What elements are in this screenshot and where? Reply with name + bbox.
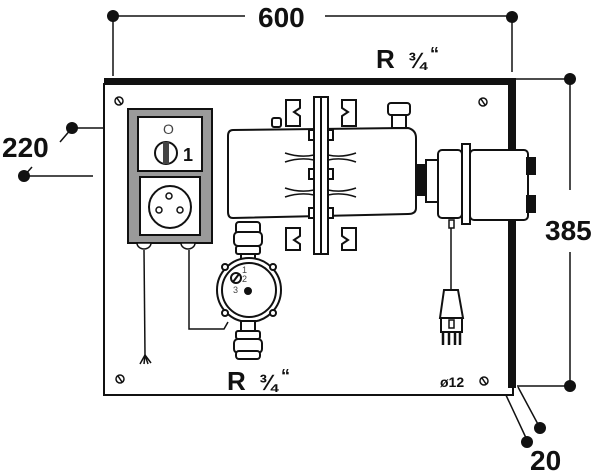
width-dimension-label: 600 — [258, 2, 305, 33]
power-socket — [148, 185, 192, 229]
mounting-holes — [114, 96, 489, 386]
motor-cable-plug — [438, 219, 465, 345]
svg-text:¾: ¾ — [259, 370, 279, 395]
left-depth-dot-top — [66, 122, 78, 134]
height-dim-top-dot — [564, 73, 576, 85]
circulation-pump — [216, 221, 282, 360]
pump-cable — [188, 250, 229, 330]
pump-speed-2: 2 — [242, 274, 247, 284]
width-dim-right-dot — [506, 11, 518, 23]
width-dim-left-dot — [107, 10, 119, 22]
hole-diameter-label: ø12 — [440, 374, 464, 390]
bottom-connection-label: R ¾ “ — [227, 366, 290, 396]
supply-cable — [139, 249, 152, 365]
pump-speed-3: 3 — [233, 285, 238, 295]
left-depth-dot-bottom — [18, 170, 30, 182]
motor-unit — [415, 143, 536, 225]
left-depth-label: 220 — [2, 132, 49, 163]
height-dimension-label: 385 — [545, 215, 592, 246]
bottom-depth-label: 20 — [530, 445, 561, 473]
mounting-hole-bottom-left — [115, 374, 125, 384]
bottom-depth-dot-2 — [521, 436, 533, 448]
width-dimension — [112, 15, 513, 76]
heat-exchanger — [227, 96, 417, 255]
mounting-hole-top-left — [114, 96, 124, 106]
svg-text:R: R — [227, 366, 246, 396]
mounting-hole-bottom-right — [479, 376, 489, 386]
mounting-hole-top-right — [478, 97, 488, 107]
switch-on-label: 1 — [183, 145, 193, 165]
svg-text:¾: ¾ — [408, 48, 428, 73]
svg-text:“: “ — [430, 44, 439, 64]
bottom-depth-dot-1 — [534, 422, 546, 434]
top-connection-label: R ¾ “ — [376, 44, 439, 74]
cable-glands — [136, 242, 196, 250]
bottom-depth-dimension — [504, 386, 541, 441]
height-dim-bottom-dot — [564, 380, 576, 392]
svg-text:“: “ — [281, 366, 290, 386]
height-dimension — [515, 78, 571, 387]
heat-exchanger-fins — [284, 152, 357, 198]
switch-off-label: O — [163, 121, 174, 137]
svg-text:R: R — [376, 44, 395, 74]
pump-speed-1: 1 — [242, 265, 247, 275]
rotary-switch[interactable] — [154, 141, 178, 165]
